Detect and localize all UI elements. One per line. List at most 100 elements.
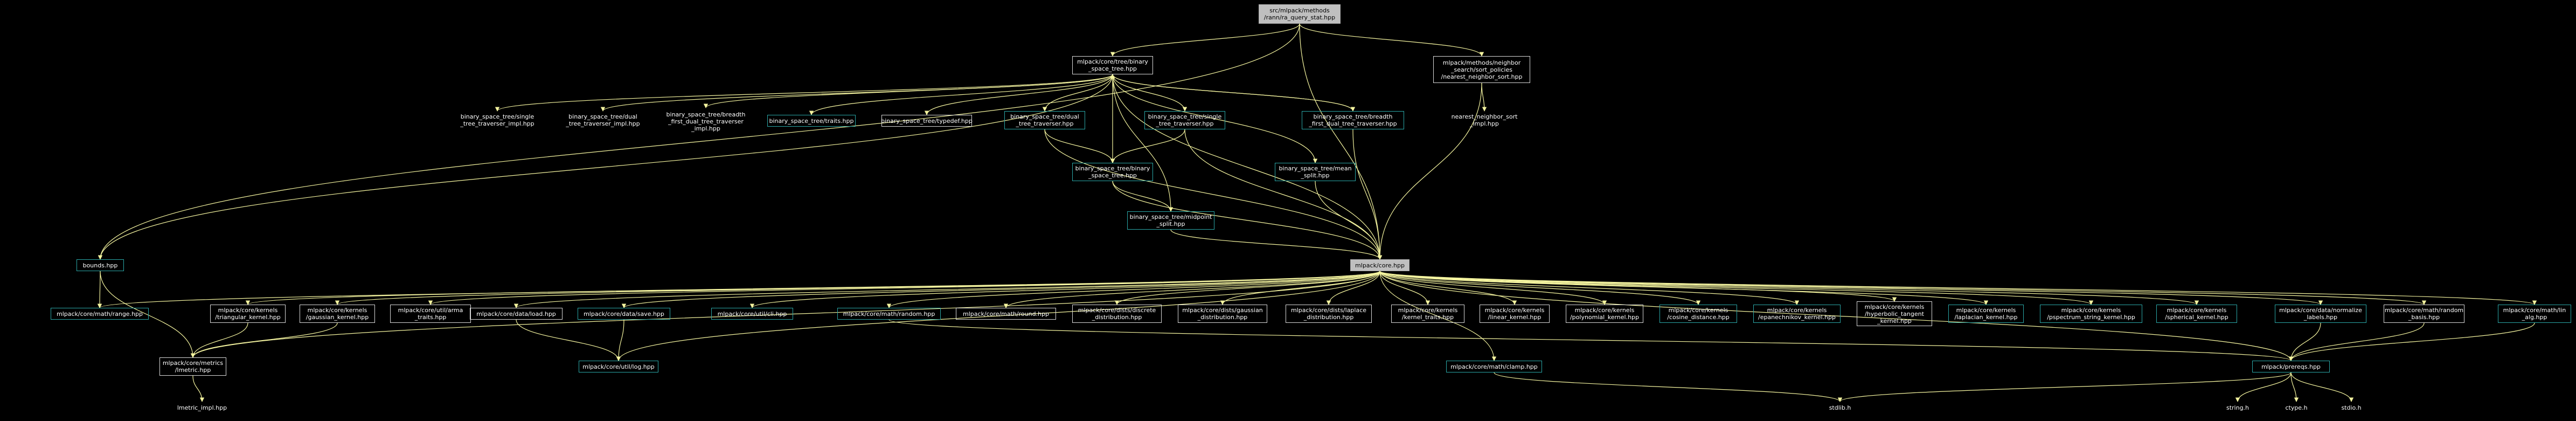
- graph-node-epan[interactable]: mlpack/core/kernels /epanechnikov_kernel…: [1753, 305, 1841, 323]
- graph-node-single-impl[interactable]: binary_space_tree/single _tree_traverser…: [460, 113, 534, 127]
- graph-node-save[interactable]: mlpack/core/data/save.hpp: [578, 308, 670, 320]
- edge-midpoint-to-core: [1170, 229, 1383, 260]
- graph-node-arma[interactable]: mlpack/core/util/arma _traits.hpp: [390, 305, 471, 323]
- edge-bst-to-midpoint: [1112, 74, 1174, 212]
- edge-prereqs-to-ctype: [2290, 372, 2299, 402]
- edge-single_tr-to-bst_inner: [1110, 129, 1185, 163]
- graph-node-ctype[interactable]: ctype.h: [2285, 404, 2308, 411]
- edge-bf_tr-to-core: [1352, 129, 1383, 260]
- graph-node-lmetric[interactable]: mlpack/core/metrics /lmetric.hpp: [159, 357, 226, 376]
- graph-node-tri[interactable]: mlpack/core/kernels /triangular_kernel.h…: [210, 305, 286, 323]
- graph-node-prereqs[interactable]: mlpack/prereqs.hpp: [2252, 361, 2330, 372]
- edge-prereqs-to-string: [2235, 372, 2292, 402]
- graph-node-laplace-k[interactable]: mlpack/core/kernels /laplacian_kernel.hp…: [1948, 305, 2024, 323]
- graph-node-bf-impl[interactable]: binary_space_tree/breadth _first_dual_tr…: [666, 111, 746, 132]
- edge-rbasis-to-prereqs: [2288, 322, 2425, 361]
- edge-lin_alg-to-prereqs: [2288, 322, 2535, 361]
- graph-node-pspec[interactable]: mlpack/core/kernels /pspectrum_string_ke…: [2040, 305, 2142, 323]
- edge-core-to-load: [514, 271, 1380, 308]
- graph-node-lm-impl[interactable]: lmetric_impl.hpp: [177, 404, 227, 411]
- edge-core-to-tri: [246, 271, 1380, 305]
- edge-prereqs-to-stdlib: [1838, 372, 2292, 402]
- graph-node-core[interactable]: mlpack/core.hpp: [1350, 259, 1409, 271]
- graph-node-ktraits[interactable]: mlpack/core/kernels /kernel_traits.hpp: [1391, 305, 1464, 323]
- edge-root-to-bst: [1110, 23, 1300, 57]
- graph-node-midpoint[interactable]: binary_space_tree/midpoint _split.hpp: [1127, 211, 1214, 230]
- edge-core-to-spher: [1379, 271, 2199, 305]
- edge-tri-to-lmetric: [190, 322, 248, 358]
- graph-node-log[interactable]: mlpack/core/util/log.hpp: [579, 361, 658, 372]
- graph-node-dual-tr[interactable]: binary_space_tree/dual _tree_traverser.h…: [1004, 111, 1085, 129]
- graph-node-dual-impl[interactable]: binary_space_tree/dual _tree_traverser_i…: [566, 113, 640, 127]
- graph-node-poly[interactable]: mlpack/core/kernels /polynomial_kernel.h…: [1566, 305, 1643, 323]
- edge-core-to-laplace_k: [1379, 271, 1988, 305]
- edge-nss-to-nns_impl: [1481, 82, 1487, 112]
- graph-node-nss[interactable]: mlpack/methods/neighbor _search/sort_pol…: [1433, 56, 1530, 83]
- graph-node-cosine[interactable]: mlpack/core/kernels /cosine_distance.hpp: [1660, 305, 1737, 323]
- edge-root-to-bounds: [98, 23, 1300, 260]
- graph-node-mean-split[interactable]: binary_space_tree/mean _split.hpp: [1275, 163, 1356, 181]
- graph-node-discrete[interactable]: mlpack/core/dists/discrete _distribution…: [1072, 305, 1162, 323]
- edge-bst-to-single_impl: [495, 74, 1113, 112]
- edge-bst-to-bf_impl: [703, 74, 1113, 108]
- edge-bounds-to-lmetric: [100, 271, 196, 358]
- graph-node-range[interactable]: mlpack/core/math/range.hpp: [51, 308, 149, 320]
- edge-core-to-normalize: [1379, 271, 2323, 305]
- graph-node-gauss-d[interactable]: mlpack/core/dists/gaussian _distribution…: [1178, 305, 1267, 323]
- graph-node-linear[interactable]: mlpack/core/kernels /linear_kernel.hpp: [1480, 305, 1550, 323]
- graph-node-load[interactable]: mlpack/core/data/load.hpp: [470, 308, 563, 320]
- graph-node-bf-tr[interactable]: binary_space_tree/breadth _first_dual_tr…: [1302, 111, 1404, 129]
- edge-core-to-linear: [1379, 271, 1517, 305]
- edge-load-to-log: [516, 319, 621, 361]
- graph-node-normalize[interactable]: mlpack/core/data/normalize _labels.hpp: [2275, 305, 2366, 323]
- edge-bst-to-mean_split: [1112, 74, 1318, 163]
- graph-node-sfinae[interactable]: mlpack/core/util/cli.hpp: [711, 308, 793, 320]
- edge-core-to-round: [1003, 271, 1380, 308]
- graph-node-bst[interactable]: mlpack/core/tree/binary _space_tree.hpp: [1072, 56, 1153, 74]
- edge-bst-to-single_tr: [1112, 74, 1188, 112]
- graph-node-string[interactable]: string.h: [2226, 404, 2249, 411]
- graph-node-hyper[interactable]: mlpack/core/kernels /hyperbolic_tangent …: [1857, 301, 1932, 326]
- graph-node-rbasis[interactable]: mlpack/core/math/random _basis.hpp: [2384, 305, 2464, 323]
- edge-mean_split-to-core: [1315, 181, 1383, 260]
- edge-bst_inner-to-core: [1112, 181, 1383, 260]
- edge-core-to-save: [622, 271, 1380, 308]
- graph-node-nns-impl[interactable]: nearest_neighbor_sort _impl.hpp: [1451, 113, 1518, 127]
- edge-dual_tr-to-bst_inner: [1044, 129, 1115, 163]
- edge-core-to-prereqs: [1379, 271, 2294, 361]
- graph-node-traits[interactable]: binary_space_tree/traits.hpp: [767, 115, 856, 127]
- graph-node-stdio[interactable]: stdio.h: [2341, 404, 2362, 411]
- graph-node-gauss-k[interactable]: mlpack/core/kernels /gaussian_kernel.hpp: [300, 305, 375, 323]
- graph-node-random[interactable]: mlpack/core/math/random.hpp: [837, 308, 941, 320]
- edge-bst-to-dual_tr: [1042, 74, 1113, 112]
- graph-node-round[interactable]: mlpack/core/math/round.hpp: [956, 308, 1056, 320]
- edge-core-to-arma: [428, 271, 1380, 305]
- graph-node-typedef[interactable]: binary_space_tree/typedef.hpp: [881, 115, 973, 127]
- edge-save-to-log: [616, 319, 624, 361]
- graph-node-bst-inner[interactable]: binary_space_tree/binary _space_tree.hpp: [1072, 163, 1153, 181]
- edge-random-to-prereqs: [888, 319, 2293, 361]
- graph-node-single-tr[interactable]: binary_space_tree/single _tree_traverser…: [1144, 111, 1225, 129]
- graph-node-spher[interactable]: mlpack/core/kernels /spherical_kernel.hp…: [2156, 305, 2237, 323]
- graph-node-laplace-d[interactable]: mlpack/core/dists/laplace _distribution.…: [1286, 305, 1372, 323]
- edge-lmetric-to-lm_impl: [192, 375, 205, 402]
- edge-bst_inner-to-midpoint: [1112, 181, 1174, 212]
- graph-node-lin-alg[interactable]: mlpack/core/math/lin _alg.hpp: [2498, 305, 2571, 323]
- edge-core-to-lin_alg: [1379, 271, 2537, 305]
- edge-core-to-rbasis: [1379, 271, 2426, 305]
- graph-node-stdlib[interactable]: stdlib.h: [1829, 404, 1851, 411]
- edge-core-to-log: [616, 271, 1380, 361]
- edge-bst-to-typedef: [924, 74, 1113, 115]
- edge-core-to-clamp: [1379, 271, 1497, 361]
- graph-node-root[interactable]: src/mlpack/methods /rann/ra_query_stat.h…: [1259, 4, 1341, 24]
- edge-root-to-core: [1299, 23, 1383, 260]
- edge-core-to-sfinae: [750, 271, 1380, 308]
- edge-bst-to-core: [1112, 74, 1383, 260]
- graph-node-clamp[interactable]: mlpack/core/math/clamp.hpp: [1446, 361, 1542, 372]
- edge-core-to-laplace_d: [1326, 271, 1380, 305]
- edge-nss-to-core: [1377, 82, 1482, 260]
- graph-node-bounds[interactable]: bounds.hpp: [77, 259, 124, 271]
- edge-bst-to-traits: [809, 74, 1113, 115]
